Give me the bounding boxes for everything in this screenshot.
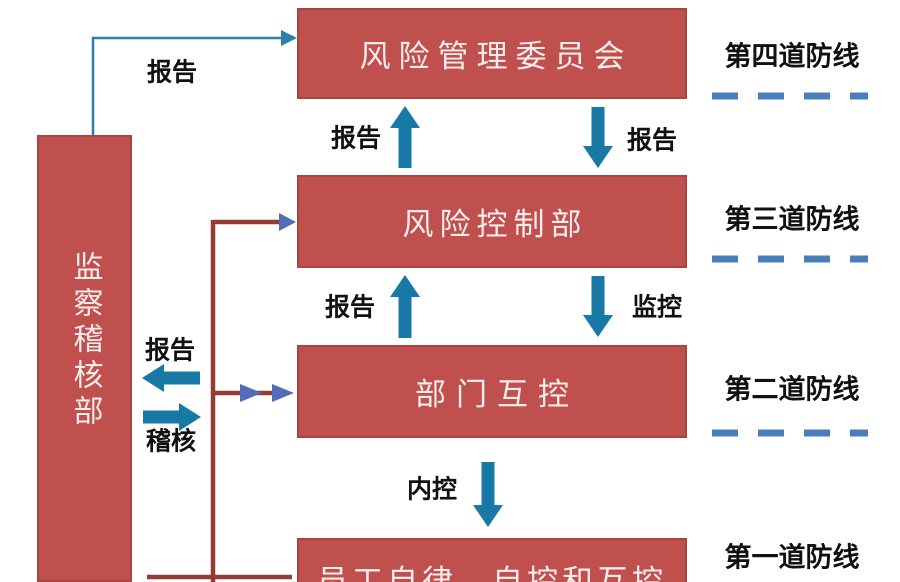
right-arrowhead-icon (240, 384, 262, 402)
audit-connector-trunk (147, 213, 296, 582)
box-employee-self-discipline-label: 员工自律、自控和互控 (317, 563, 667, 582)
box-interdepartment-control: 部门互控 (297, 345, 687, 438)
up-arrow-report-l4 (390, 106, 420, 168)
edge-label-monitor: 监控 (631, 292, 683, 322)
right-arrowhead-icon (279, 213, 296, 231)
defense-label-4: 第四道防线 (724, 41, 860, 73)
edge-label-report-up-l3: 报告 (324, 292, 376, 322)
box-risk-management-committee: 风险管理委员会 (297, 8, 687, 99)
box-risk-management-committee-label: 风险管理委员会 (359, 39, 633, 75)
edge-label-internal-control: 内控 (406, 474, 458, 504)
right-arrowhead-icon (272, 384, 294, 402)
box-employee-self-discipline: 员工自律、自控和互控 (297, 538, 687, 582)
box-interdepartment-control-label: 部门互控 (415, 377, 579, 413)
left-arrow-report (142, 364, 200, 392)
down-arrow-monitor-l3 (583, 276, 613, 337)
down-arrow-report-l4 (583, 107, 613, 168)
edge-label-report-elbow: 报告 (146, 57, 198, 87)
down-arrow-internal-control (473, 462, 503, 527)
box-risk-control-department-label: 风险控制部 (402, 207, 588, 243)
edge-label-report-up-l4: 报告 (330, 123, 382, 153)
box-risk-control-department: 风险控制部 (297, 175, 687, 268)
box-audit-department-label: 监察稽核部 (67, 250, 103, 431)
edge-label-audit-out: 稽核 (145, 426, 197, 456)
edge-label-report-to-audit: 报告 (144, 335, 196, 365)
defense-label-1: 第一道防线 (724, 542, 860, 574)
defense-label-2: 第二道防线 (724, 374, 860, 406)
up-arrow-report-l3 (390, 275, 420, 338)
box-audit-department: 监察稽核部 (37, 135, 132, 582)
defense-label-3: 第三道防线 (724, 204, 860, 236)
right-arrowhead-icon (281, 30, 297, 46)
edge-label-report-down-l4: 报告 (626, 125, 678, 155)
